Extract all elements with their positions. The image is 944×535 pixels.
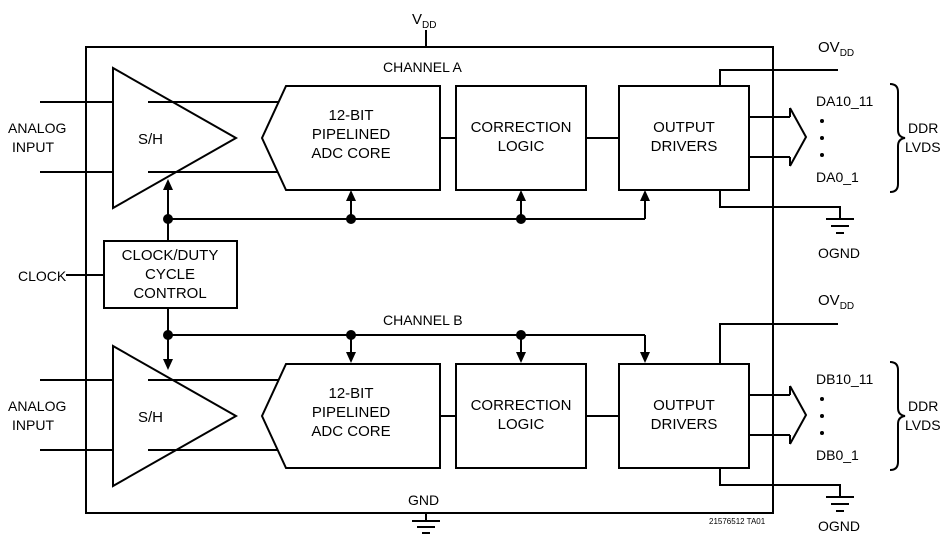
ovdd-a-label: OVDD bbox=[818, 39, 854, 59]
ognd-a-label: OGND bbox=[818, 245, 860, 261]
output-drivers-b-line-2: DRIVERS bbox=[651, 416, 718, 433]
ddr-b-line-2: LVDS bbox=[905, 417, 941, 433]
sample-hold-b bbox=[112, 344, 239, 488]
bit-low-a: DA0_1 bbox=[816, 169, 859, 185]
analog-input-a-label-2: INPUT bbox=[12, 139, 54, 155]
adc-core-a-line-1: 12-BIT bbox=[328, 107, 373, 124]
gnd-label: GND bbox=[408, 492, 439, 508]
brace-b bbox=[889, 361, 906, 471]
ground-symbol-ognd-a bbox=[826, 218, 854, 234]
clock-input-label: CLOCK bbox=[18, 268, 67, 284]
clock-duty-cycle-control bbox=[103, 240, 238, 309]
ellipsis-dot-a-3 bbox=[820, 153, 824, 157]
ddr-a-line-1: DDR bbox=[908, 120, 938, 136]
ellipsis-dot-a-2 bbox=[820, 136, 824, 140]
correction-logic-a-line-1: CORRECTION bbox=[471, 119, 572, 136]
ellipsis-dot-b-3 bbox=[820, 431, 824, 435]
analog-input-b-label-2: INPUT bbox=[12, 417, 54, 433]
channel-a-title: CHANNEL A bbox=[383, 59, 463, 75]
ovdd-b-label: OVDD bbox=[818, 292, 854, 312]
chip-ground: GND bbox=[408, 492, 440, 534]
adc-core-b-line-3: ADC CORE bbox=[311, 423, 390, 440]
vdd-label: VDD bbox=[412, 11, 436, 31]
brace-a bbox=[889, 83, 906, 193]
sample-hold-a bbox=[112, 66, 239, 210]
output-drivers-a bbox=[618, 85, 750, 191]
ellipsis-dot-a-1 bbox=[820, 119, 824, 123]
correction-logic-b-line-1: CORRECTION bbox=[471, 397, 572, 414]
clock-block-line-2: CYCLE bbox=[145, 266, 195, 283]
adc-core-b-line-2: PIPELINED bbox=[312, 404, 391, 421]
sample-hold-a-label: S/H bbox=[138, 131, 163, 148]
adc-core-b-line-1: 12-BIT bbox=[328, 385, 373, 402]
adc-core-b bbox=[260, 363, 441, 469]
output-drivers-b-line-1: OUTPUT bbox=[653, 397, 715, 414]
correction-logic-b bbox=[455, 363, 587, 469]
ellipsis-dot-b-1 bbox=[820, 397, 824, 401]
ellipsis-dot-b-2 bbox=[820, 414, 824, 418]
adc-core-a-line-2: PIPELINED bbox=[312, 126, 391, 143]
output-drivers-a-line-2: DRIVERS bbox=[651, 138, 718, 155]
ddr-b-line-1: DDR bbox=[908, 398, 938, 414]
clock-block-line-1: CLOCK/DUTY bbox=[122, 247, 219, 264]
ground-symbol-ognd-b bbox=[826, 496, 854, 512]
output-bus-arrow-a bbox=[749, 107, 808, 167]
ognd-b-label: OGND bbox=[818, 518, 860, 534]
ddr-a-line-2: LVDS bbox=[905, 139, 941, 155]
analog-input-a-label-1: ANALOG bbox=[8, 120, 66, 136]
output-bus-arrow-b bbox=[749, 385, 808, 445]
sample-hold-b-label: S/H bbox=[138, 409, 163, 426]
vdd-supply: VDD bbox=[412, 11, 436, 47]
clock-section: CLOCK CLOCK/DUTY CYCLE CONTROL bbox=[18, 179, 650, 370]
chip-outline bbox=[85, 46, 774, 514]
output-drivers-a-line-1: OUTPUT bbox=[653, 119, 715, 136]
bit-high-a: DA10_11 bbox=[816, 93, 874, 109]
adc-core-a bbox=[260, 85, 441, 191]
channel-b: ANALOG INPUT S/H 12-BIT PIPELINED ADC CO… bbox=[8, 292, 941, 534]
part-code: 21576512 TA01 bbox=[709, 517, 766, 526]
clock-block-line-3: CONTROL bbox=[133, 285, 206, 302]
output-drivers-b bbox=[618, 363, 750, 469]
analog-input-b-label-1: ANALOG bbox=[8, 398, 66, 414]
bit-low-b: DB0_1 bbox=[816, 447, 859, 463]
adc-core-a-line-3: ADC CORE bbox=[311, 145, 390, 162]
correction-logic-a-line-2: LOGIC bbox=[498, 138, 545, 155]
correction-logic-b-line-2: LOGIC bbox=[498, 416, 545, 433]
bit-high-b: DB10_11 bbox=[816, 371, 874, 387]
channel-b-title: CHANNEL B bbox=[383, 312, 463, 328]
channel-a: ANALOG INPUT S/H 12-BIT PIPELINED ADC CO… bbox=[8, 39, 941, 261]
